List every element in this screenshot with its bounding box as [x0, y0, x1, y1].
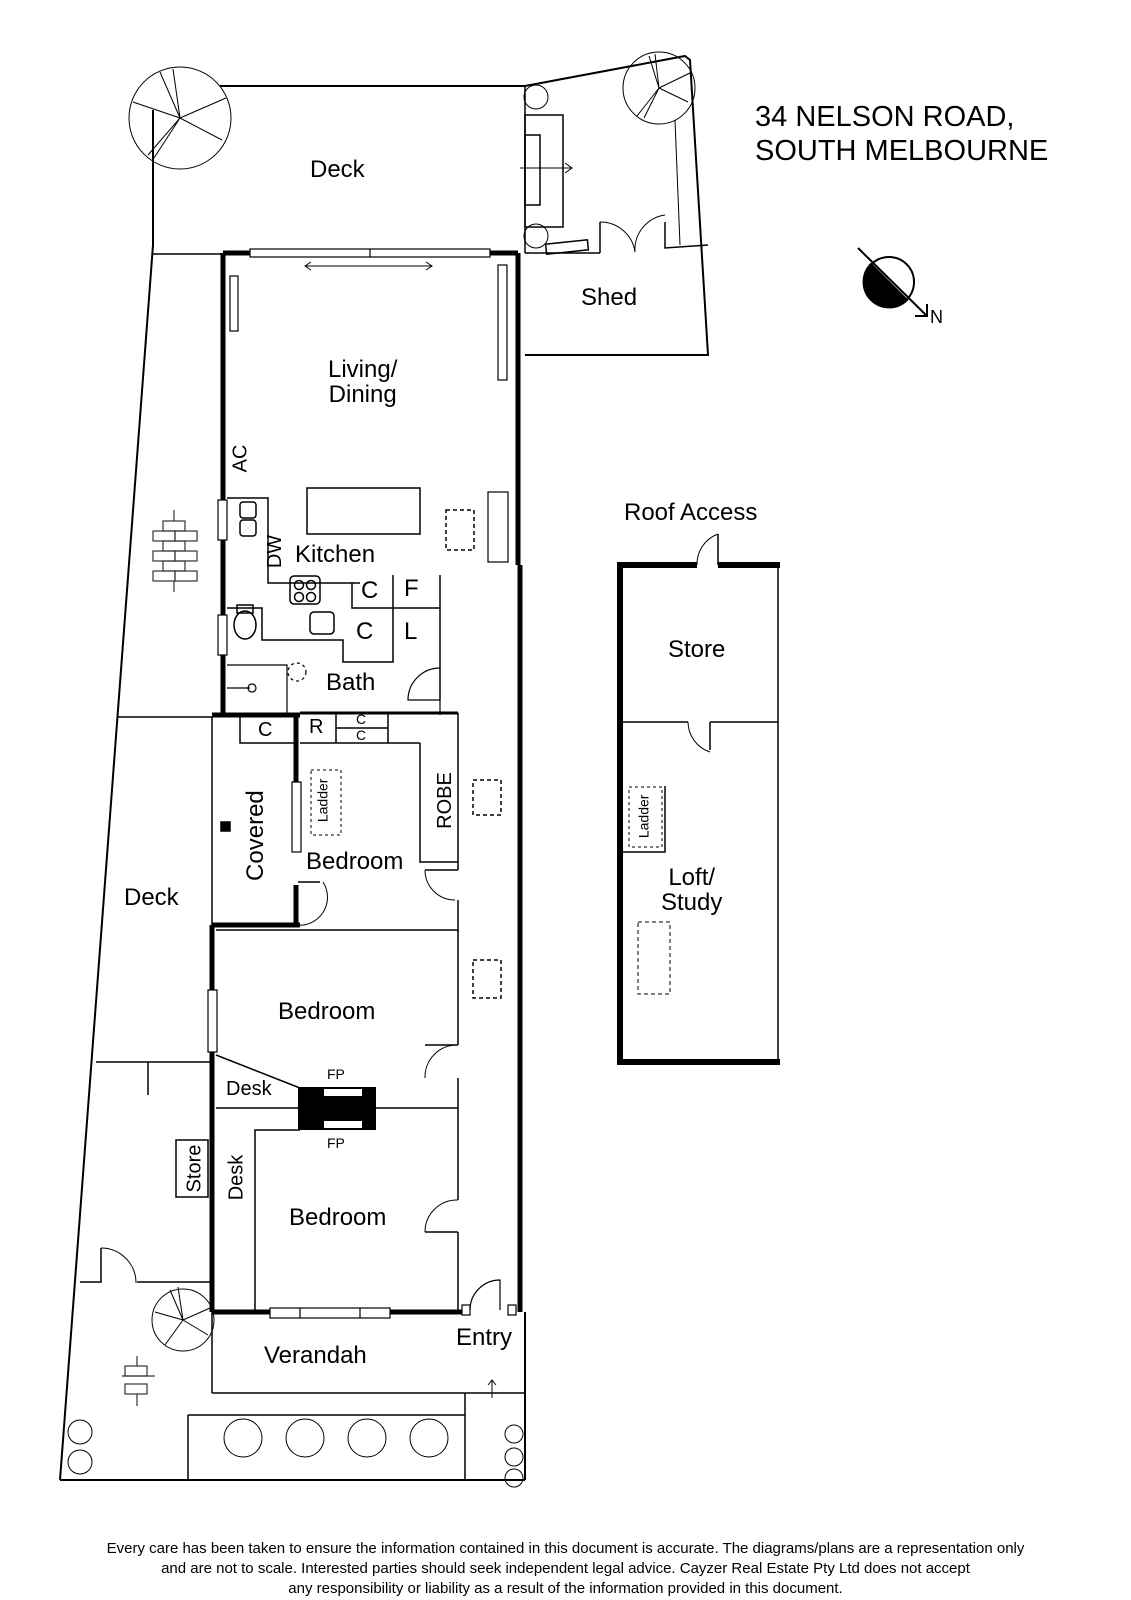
loft-ladder-label: Ladder [635, 794, 652, 839]
room-label-bath: Bath [326, 669, 376, 696]
room-label-entry: Entry [456, 1324, 513, 1351]
living-line-1: Living/ [328, 356, 398, 383]
side-deck [96, 716, 213, 1095]
dishwasher-label: DW [264, 534, 287, 569]
disclaimer-line-3: any responsibility or liability as a res… [288, 1580, 843, 1597]
fireplace-label: FP [327, 1135, 345, 1151]
desk-label: Desk [225, 1154, 248, 1201]
room-label-bedroom-2: Bedroom [278, 998, 376, 1025]
room-label-living-dining: Living/ Dining [328, 356, 398, 409]
loft-line-1: Loft/ [668, 864, 716, 891]
room-label-rear-deck: Deck [310, 156, 365, 183]
bedroom1-walls [220, 713, 502, 999]
living-line-2: Dining [328, 381, 397, 409]
room-label-kitchen: Kitchen [295, 541, 376, 568]
disclaimer-line-1: Every care has been taken to ensure the … [106, 1540, 1025, 1557]
kitchen-fittings [227, 487, 475, 700]
address-line-2: SOUTH MELBOURNE [755, 135, 1049, 167]
entry-door [461, 1279, 526, 1480]
ladder-label: Ladder [314, 778, 331, 823]
desk-label: Desk [226, 1078, 272, 1100]
disclaimer-line-2: and are not to scale. Interested parties… [161, 1560, 970, 1577]
shed-outline [520, 114, 709, 255]
disclaimer: Every care has been taken to ensure the … [0, 1539, 1131, 1599]
cupboard-label: C [356, 711, 367, 727]
tree-icons [67, 51, 696, 1488]
room-label-loft-study: Loft/ Study [661, 864, 723, 917]
laundry-label: L [404, 618, 418, 645]
fridge-label: F [404, 575, 419, 602]
fireplace-label: FP [327, 1066, 345, 1082]
bbq-brick-icon [122, 510, 198, 1406]
room-label-bedroom-3: Bedroom [289, 1204, 387, 1231]
cupboard-r-label: R [309, 716, 324, 738]
address-line-1: 34 NELSON ROAD, [755, 101, 1015, 133]
robe-label: ROBE [433, 772, 456, 829]
north-arrow-icon [857, 247, 928, 317]
roof-access-label: Roof Access [624, 499, 758, 526]
bath-fittings [227, 662, 458, 715]
property-address: 34 NELSON ROAD, SOUTH MELBOURNE [755, 100, 1048, 168]
lot-boundary [59, 54, 710, 1481]
external-walls [209, 250, 523, 1315]
room-label-covered: Covered [241, 790, 269, 881]
room-label-bedroom-1: Bedroom [306, 848, 404, 875]
windows [207, 248, 509, 1319]
room-label-side-deck: Deck [124, 884, 179, 911]
room-label-loft-store: Store [668, 636, 726, 663]
cupboard-label: C [356, 618, 374, 645]
cupboard-label: C [361, 577, 379, 604]
room-label-verandah: Verandah [264, 1342, 367, 1369]
north-label: N [930, 307, 943, 327]
loft-plan [617, 562, 780, 1065]
cupboard-label: C [356, 727, 367, 743]
bedrooms-walls [175, 929, 459, 1312]
store-label: Store [183, 1144, 206, 1193]
cupboard-label: C [258, 719, 273, 741]
front-garden [80, 1247, 525, 1480]
ac-label: AC [229, 444, 252, 473]
room-label-shed: Shed [581, 284, 638, 311]
loft-line-2: Study [661, 889, 723, 917]
